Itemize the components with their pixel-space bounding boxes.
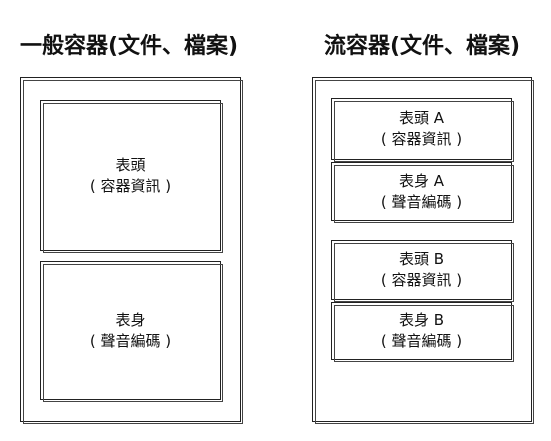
stream-body-b-label: 表身 B (398, 311, 445, 329)
normal-container-title: 一般容器(文件、檔案) (20, 34, 239, 59)
stream-header-b-block: 表頭 B ( 容器資訊 ) (331, 240, 514, 302)
stream-body-a-label: 表身 A (398, 171, 445, 190)
normal-body-block: 表身 ( 聲音編碼 ) (40, 261, 223, 402)
stream-header-b-label: 表頭 B (398, 250, 445, 268)
stream-header-a-label: 表頭 A (398, 109, 445, 127)
stream-body-b-sublabel: ( 聲音編碼 ) (380, 332, 463, 350)
stream-container-title: 流容器(文件、檔案) (324, 34, 521, 59)
stream-body-a-block: 表身 A ( 聲音編碼 ) (331, 162, 514, 223)
normal-body-sublabel: ( 聲音編碼 ) (89, 331, 172, 350)
stream-header-b-sublabel: ( 容器資訊 ) (380, 271, 463, 289)
normal-body-label: 表身 (115, 310, 146, 329)
stream-body-b-block: 表身 B ( 聲音編碼 ) (331, 302, 514, 362)
normal-header-block: 表頭 ( 容器資訊 ) (40, 100, 223, 253)
stream-header-a-block: 表頭 A ( 容器資訊 ) (331, 98, 514, 162)
stream-body-a-sublabel: ( 聲音編碼 ) (380, 192, 463, 211)
stream-header-a-sublabel: ( 容器資訊 ) (380, 130, 463, 148)
normal-header-sublabel: ( 容器資訊 ) (89, 176, 172, 195)
normal-header-label: 表頭 (115, 155, 146, 174)
